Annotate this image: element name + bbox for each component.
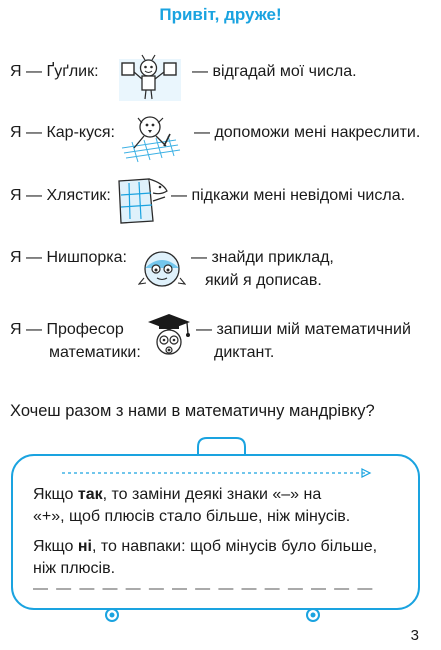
task-text: , то навпаки: щоб мінусів було більше, <box>92 538 378 555</box>
page-number: 3 <box>410 627 419 644</box>
guglyk-illustration <box>119 54 181 101</box>
task-text: Якщо <box>33 538 78 555</box>
page-title: Привіт, друже! <box>159 5 282 24</box>
khliastyk-illustration <box>118 178 168 224</box>
task-line: ніж плюсів. <box>33 560 116 577</box>
intro-text: — відгадай мої числа. <box>192 63 357 80</box>
task-keyword-tak: так <box>77 486 103 503</box>
intro-lead: Я — Нишпорка: <box>10 249 127 266</box>
intro-text: — запиши мій математичний <box>196 321 411 338</box>
intro-lead: Я — Професор <box>10 321 124 338</box>
intro-text: — підкажи мені невідомі числа. <box>171 187 406 204</box>
intro-lead: Я — Кар-куся: <box>10 124 115 141</box>
intro-text: — знайди приклад, <box>191 249 334 266</box>
question-text: Хочеш разом з нами в математичну мандрів… <box>10 402 375 420</box>
task-text: , то заміни деякі знаки «–» на <box>102 486 322 503</box>
task-line: «+», щоб плюсів стало більше, ніж мінусі… <box>33 508 351 525</box>
intro-lead-line2: математики: <box>49 344 141 361</box>
task-text: Якщо <box>33 486 78 503</box>
task-line: Якщо ні, то навпаки: щоб мінусів було бі… <box>33 536 377 558</box>
task-line: Якщо так, то заміни деякі знаки «–» на <box>33 484 350 506</box>
intro-text-line2: диктант. <box>214 344 275 361</box>
task-paragraph-1: Якщо так, то заміни деякі знаки «–» на «… <box>33 484 350 528</box>
answer-line[interactable]: — — — — — — — — — — — — — — — <box>33 580 375 597</box>
intro-text-line2: який я дописав. <box>205 272 322 289</box>
task-keyword-ni: ні <box>77 538 92 555</box>
intro-lead: Я — Хлястик: <box>10 187 111 204</box>
task-paragraph-2: Якщо ні, то навпаки: щоб мінусів було бі… <box>33 536 377 580</box>
profesor-illustration <box>148 314 190 355</box>
nyshporka-illustration <box>138 251 186 287</box>
intro-lead: Я — Ґуґлик: <box>10 63 99 80</box>
intro-text: — допоможи мені накреслити. <box>194 124 421 141</box>
karkusia-illustration <box>121 116 181 163</box>
